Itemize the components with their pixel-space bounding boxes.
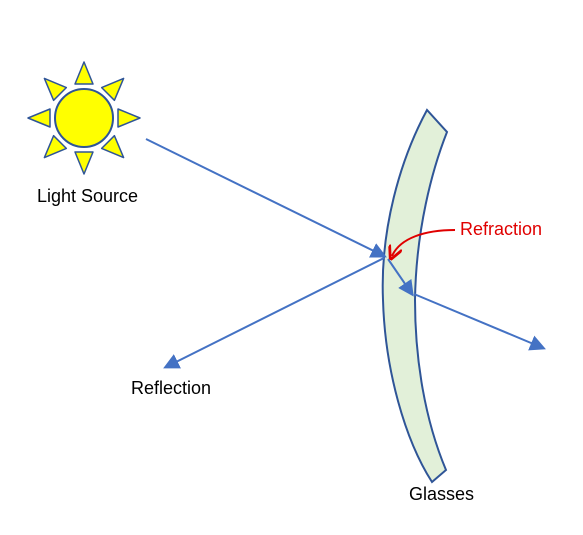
sun-disc — [54, 88, 114, 148]
reflected-ray — [163, 257, 385, 369]
sun-ray — [74, 151, 94, 175]
sun-ray — [43, 134, 68, 159]
sun-ray — [74, 61, 94, 85]
sun-icon — [27, 61, 141, 175]
sun-ray — [27, 108, 51, 128]
refraction-pointer-arrow — [392, 229, 456, 256]
sun-ray — [100, 134, 125, 159]
sun-rays — [27, 61, 141, 175]
sun-ray — [43, 77, 68, 102]
light-source-label: Light Source — [37, 186, 138, 206]
sun-ray — [100, 77, 125, 102]
refracted-ray — [387, 258, 414, 297]
lens-shape — [381, 108, 449, 484]
reflection-label: Reflection — [131, 378, 211, 398]
glasses-label: Glasses — [409, 484, 474, 504]
refraction-label: Refraction — [460, 219, 542, 239]
transmitted-ray — [413, 293, 546, 351]
sun-ray — [117, 108, 141, 128]
incident-ray — [145, 138, 387, 258]
